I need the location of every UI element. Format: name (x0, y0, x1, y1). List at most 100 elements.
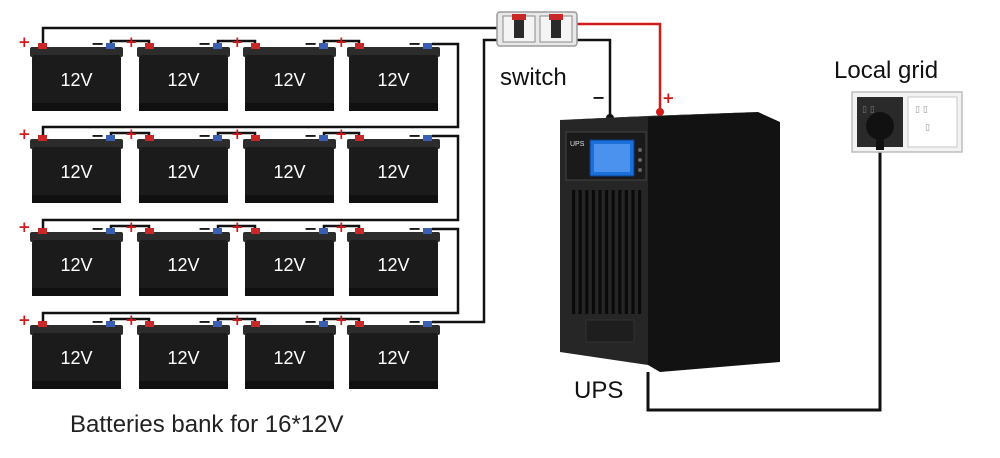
wire-negative-return (432, 38, 497, 324)
negative-terminal (213, 228, 222, 234)
ups-negative-marker: − (592, 88, 605, 107)
negative-terminal (213, 135, 222, 141)
battery-voltage-label: 12V (273, 162, 305, 182)
negative-sign: − (304, 219, 317, 238)
battery-voltage-label: 12V (377, 162, 409, 182)
positive-terminal (251, 135, 260, 141)
battery-voltage-label: 12V (167, 255, 199, 275)
negative-terminal (319, 228, 328, 234)
negative-sign: − (198, 126, 211, 145)
battery: +−12V (335, 125, 440, 203)
positive-sign: + (335, 33, 348, 51)
wire-switch-ups-positive (577, 22, 662, 112)
negative-sign: − (91, 126, 104, 145)
positive-sign: + (335, 218, 348, 236)
svg-text:▯ ▯: ▯ ▯ (915, 105, 928, 115)
positive-sign: + (18, 33, 31, 51)
positive-sign: + (18, 218, 31, 236)
negative-sign: − (91, 312, 104, 331)
battery: + − 12V (18, 125, 151, 203)
battery-voltage-label: 12V (167, 70, 199, 90)
positive-terminal (145, 135, 154, 141)
negative-terminal (106, 321, 115, 327)
negative-terminal (106, 43, 115, 49)
ups-unit: UPS (560, 112, 780, 372)
battery: +−12V (18, 311, 151, 389)
negative-sign: − (91, 219, 104, 238)
battery: + − 12V (125, 311, 257, 389)
battery: + − 12V (125, 33, 257, 111)
battery: +−12V (231, 125, 361, 203)
wire-row2-row3 (41, 134, 460, 232)
svg-text:▯ ▯: ▯ ▯ (862, 105, 875, 115)
ups-label: UPS (574, 377, 623, 404)
battery: +−12V (231, 218, 361, 296)
wiring (41, 22, 882, 412)
negative-terminal (319, 43, 328, 49)
positive-sign: + (231, 311, 244, 329)
ups-positive-marker: + (662, 89, 675, 107)
positive-terminal (355, 321, 364, 327)
battery-bank-caption: Batteries bank for 16*12V (70, 411, 344, 438)
battery-voltage-label: 12V (167, 348, 199, 368)
battery: +−12V (335, 218, 440, 296)
local-grid-label: Local grid (834, 57, 938, 84)
wire-row1-row2 (41, 42, 460, 139)
wire-ups-grid (646, 150, 882, 412)
positive-terminal (355, 228, 364, 234)
positive-terminal (145, 228, 154, 234)
negative-sign: − (304, 126, 317, 145)
battery-voltage-label: 12V (60, 70, 92, 90)
positive-sign: + (125, 311, 138, 329)
negative-sign: − (198, 219, 211, 238)
negative-terminal (319, 135, 328, 141)
battery-bank: +−12V+−12V+−12V+−12V+−12V+−12V+−12V+−12V… (18, 33, 440, 389)
svg-text:▯: ▯ (925, 123, 930, 133)
positive-terminal (38, 135, 47, 141)
positive-sign: + (125, 33, 138, 51)
positive-terminal (355, 135, 364, 141)
positive-terminal (251, 43, 260, 49)
breaker-switch (496, 11, 578, 47)
positive-terminal (355, 43, 364, 49)
battery: + − 12V (125, 218, 257, 296)
wire-positive-main (41, 26, 497, 44)
negative-sign: − (408, 312, 421, 331)
battery-voltage-label: 12V (273, 70, 305, 90)
positive-terminal (251, 321, 260, 327)
battery-voltage-label: 12V (60, 162, 92, 182)
negative-terminal (319, 321, 328, 327)
battery-voltage-label: 12V (377, 70, 409, 90)
negative-sign: − (304, 312, 317, 331)
battery: +−12V (335, 33, 440, 111)
positive-sign: + (18, 311, 31, 329)
negative-terminal (423, 43, 432, 49)
battery: +−12V (18, 218, 151, 296)
battery-voltage-label: 12V (273, 348, 305, 368)
battery: +−12V (231, 33, 361, 111)
positive-terminal (38, 228, 47, 234)
negative-terminal (213, 321, 222, 327)
negative-sign: − (408, 219, 421, 238)
positive-terminal (38, 321, 47, 327)
negative-sign: − (198, 312, 211, 331)
positive-terminal (145, 321, 154, 327)
positive-sign: + (231, 125, 244, 143)
battery: +−12V (18, 33, 151, 111)
positive-sign: + (335, 311, 348, 329)
negative-sign: − (198, 34, 211, 53)
battery: +−12V (231, 311, 361, 389)
negative-terminal (423, 321, 432, 327)
battery-voltage-label: 12V (273, 255, 305, 275)
battery: +−12V (335, 311, 440, 389)
switch-label: switch (500, 64, 567, 91)
positive-terminal (251, 228, 260, 234)
battery: +−12V (125, 125, 257, 203)
positive-sign: + (335, 125, 348, 143)
negative-terminal (106, 228, 115, 234)
wire-row3-row4 (41, 227, 460, 325)
positive-sign: + (231, 218, 244, 236)
positive-sign: + (125, 125, 138, 143)
wall-outlet: ▯ ▯ ▯ ▯ ▯ (851, 91, 963, 153)
